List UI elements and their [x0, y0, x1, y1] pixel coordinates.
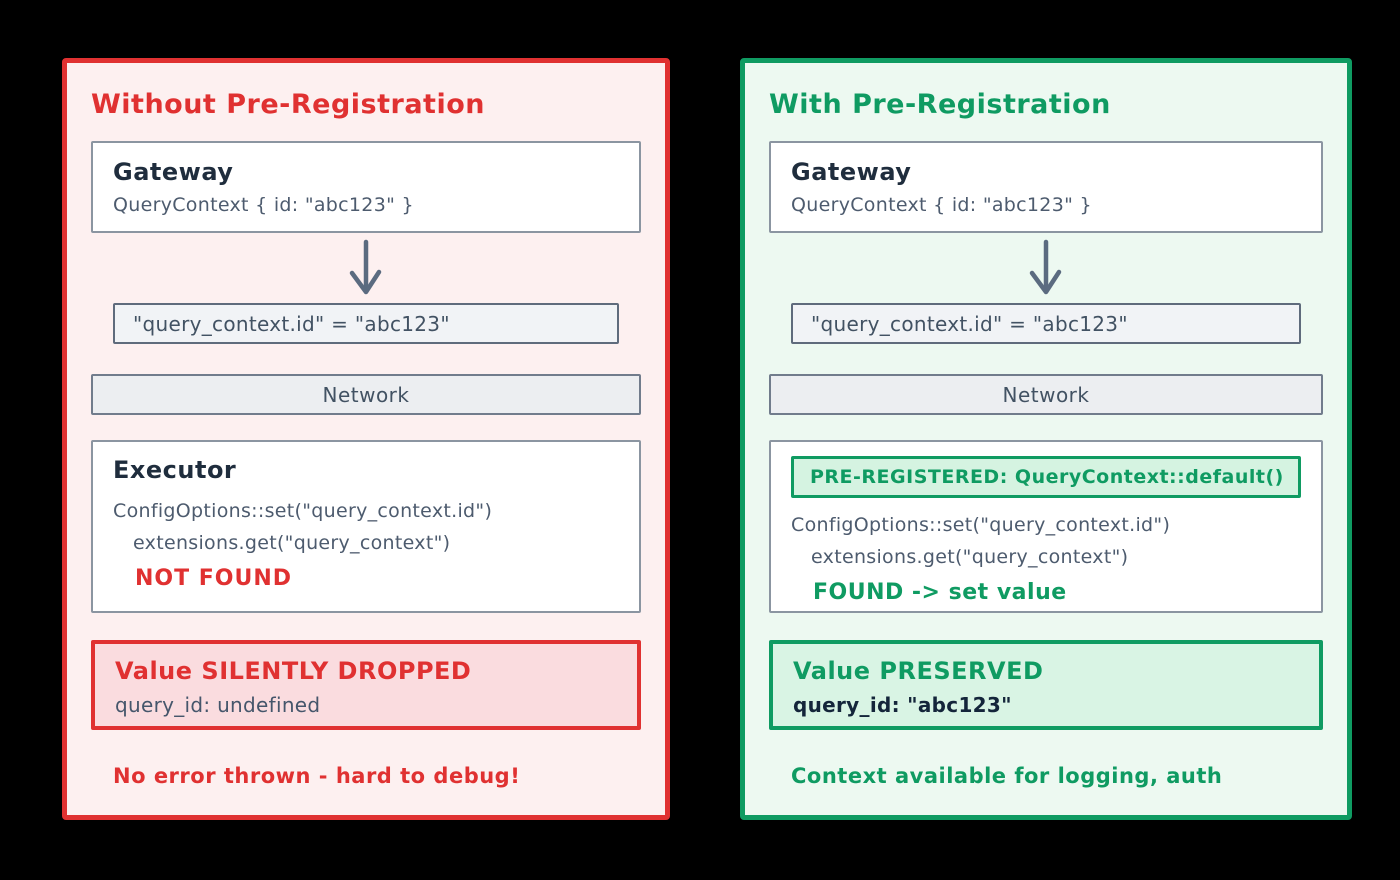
panel-with-preregistration: With Pre-Registration Gateway QueryConte… — [740, 58, 1352, 820]
gateway-code: QueryContext { id: "abc123" } — [113, 194, 414, 216]
panel-title: With Pre-Registration — [769, 89, 1111, 120]
value-box-title: Value PRESERVED — [793, 657, 1044, 685]
pre-registered-banner: PRE-REGISTERED: QueryContext::default() — [791, 456, 1301, 498]
network-box: Network — [91, 374, 641, 415]
arrow-down-icon — [349, 239, 382, 295]
kv-pair-box: "query_context.id" = "abc123" — [791, 303, 1301, 344]
value-box-title: Value SILENTLY DROPPED — [115, 657, 472, 685]
executor-box: PRE-REGISTERED: QueryContext::default() … — [769, 440, 1323, 613]
arrow-down-icon — [1029, 239, 1062, 295]
panel-title: Without Pre-Registration — [91, 89, 485, 120]
executor-code-line-2: extensions.get("query_context") — [811, 546, 1129, 568]
executor-box: Executor ConfigOptions::set("query_conte… — [91, 440, 641, 613]
value-box-code: query_id: undefined — [115, 693, 321, 717]
value-dropped-box: Value SILENTLY DROPPED query_id: undefin… — [91, 640, 641, 730]
executor-code-line-1: ConfigOptions::set("query_context.id") — [113, 500, 493, 522]
gateway-box: Gateway QueryContext { id: "abc123" } — [91, 141, 641, 233]
executor-result-found: FOUND -> set value — [813, 580, 1067, 605]
executor-code-line-1: ConfigOptions::set("query_context.id") — [791, 514, 1171, 536]
executor-result-not-found: NOT FOUND — [135, 566, 293, 591]
gateway-code: QueryContext { id: "abc123" } — [791, 194, 1092, 216]
executor-heading: Executor — [113, 456, 237, 484]
gateway-heading: Gateway — [113, 158, 234, 186]
executor-code-line-2: extensions.get("query_context") — [133, 532, 451, 554]
value-box-code: query_id: "abc123" — [793, 693, 1012, 717]
flow-arrow — [769, 233, 1323, 303]
value-preserved-box: Value PRESERVED query_id: "abc123" — [769, 640, 1323, 730]
flow-arrow — [91, 233, 641, 303]
gateway-heading: Gateway — [791, 158, 912, 186]
footer-note: No error thrown - hard to debug! — [113, 764, 521, 788]
panel-without-preregistration: Without Pre-Registration Gateway QueryCo… — [62, 58, 670, 820]
kv-pair-box: "query_context.id" = "abc123" — [113, 303, 619, 344]
network-box: Network — [769, 374, 1323, 415]
gateway-box: Gateway QueryContext { id: "abc123" } — [769, 141, 1323, 233]
footer-note: Context available for logging, auth — [791, 764, 1223, 788]
